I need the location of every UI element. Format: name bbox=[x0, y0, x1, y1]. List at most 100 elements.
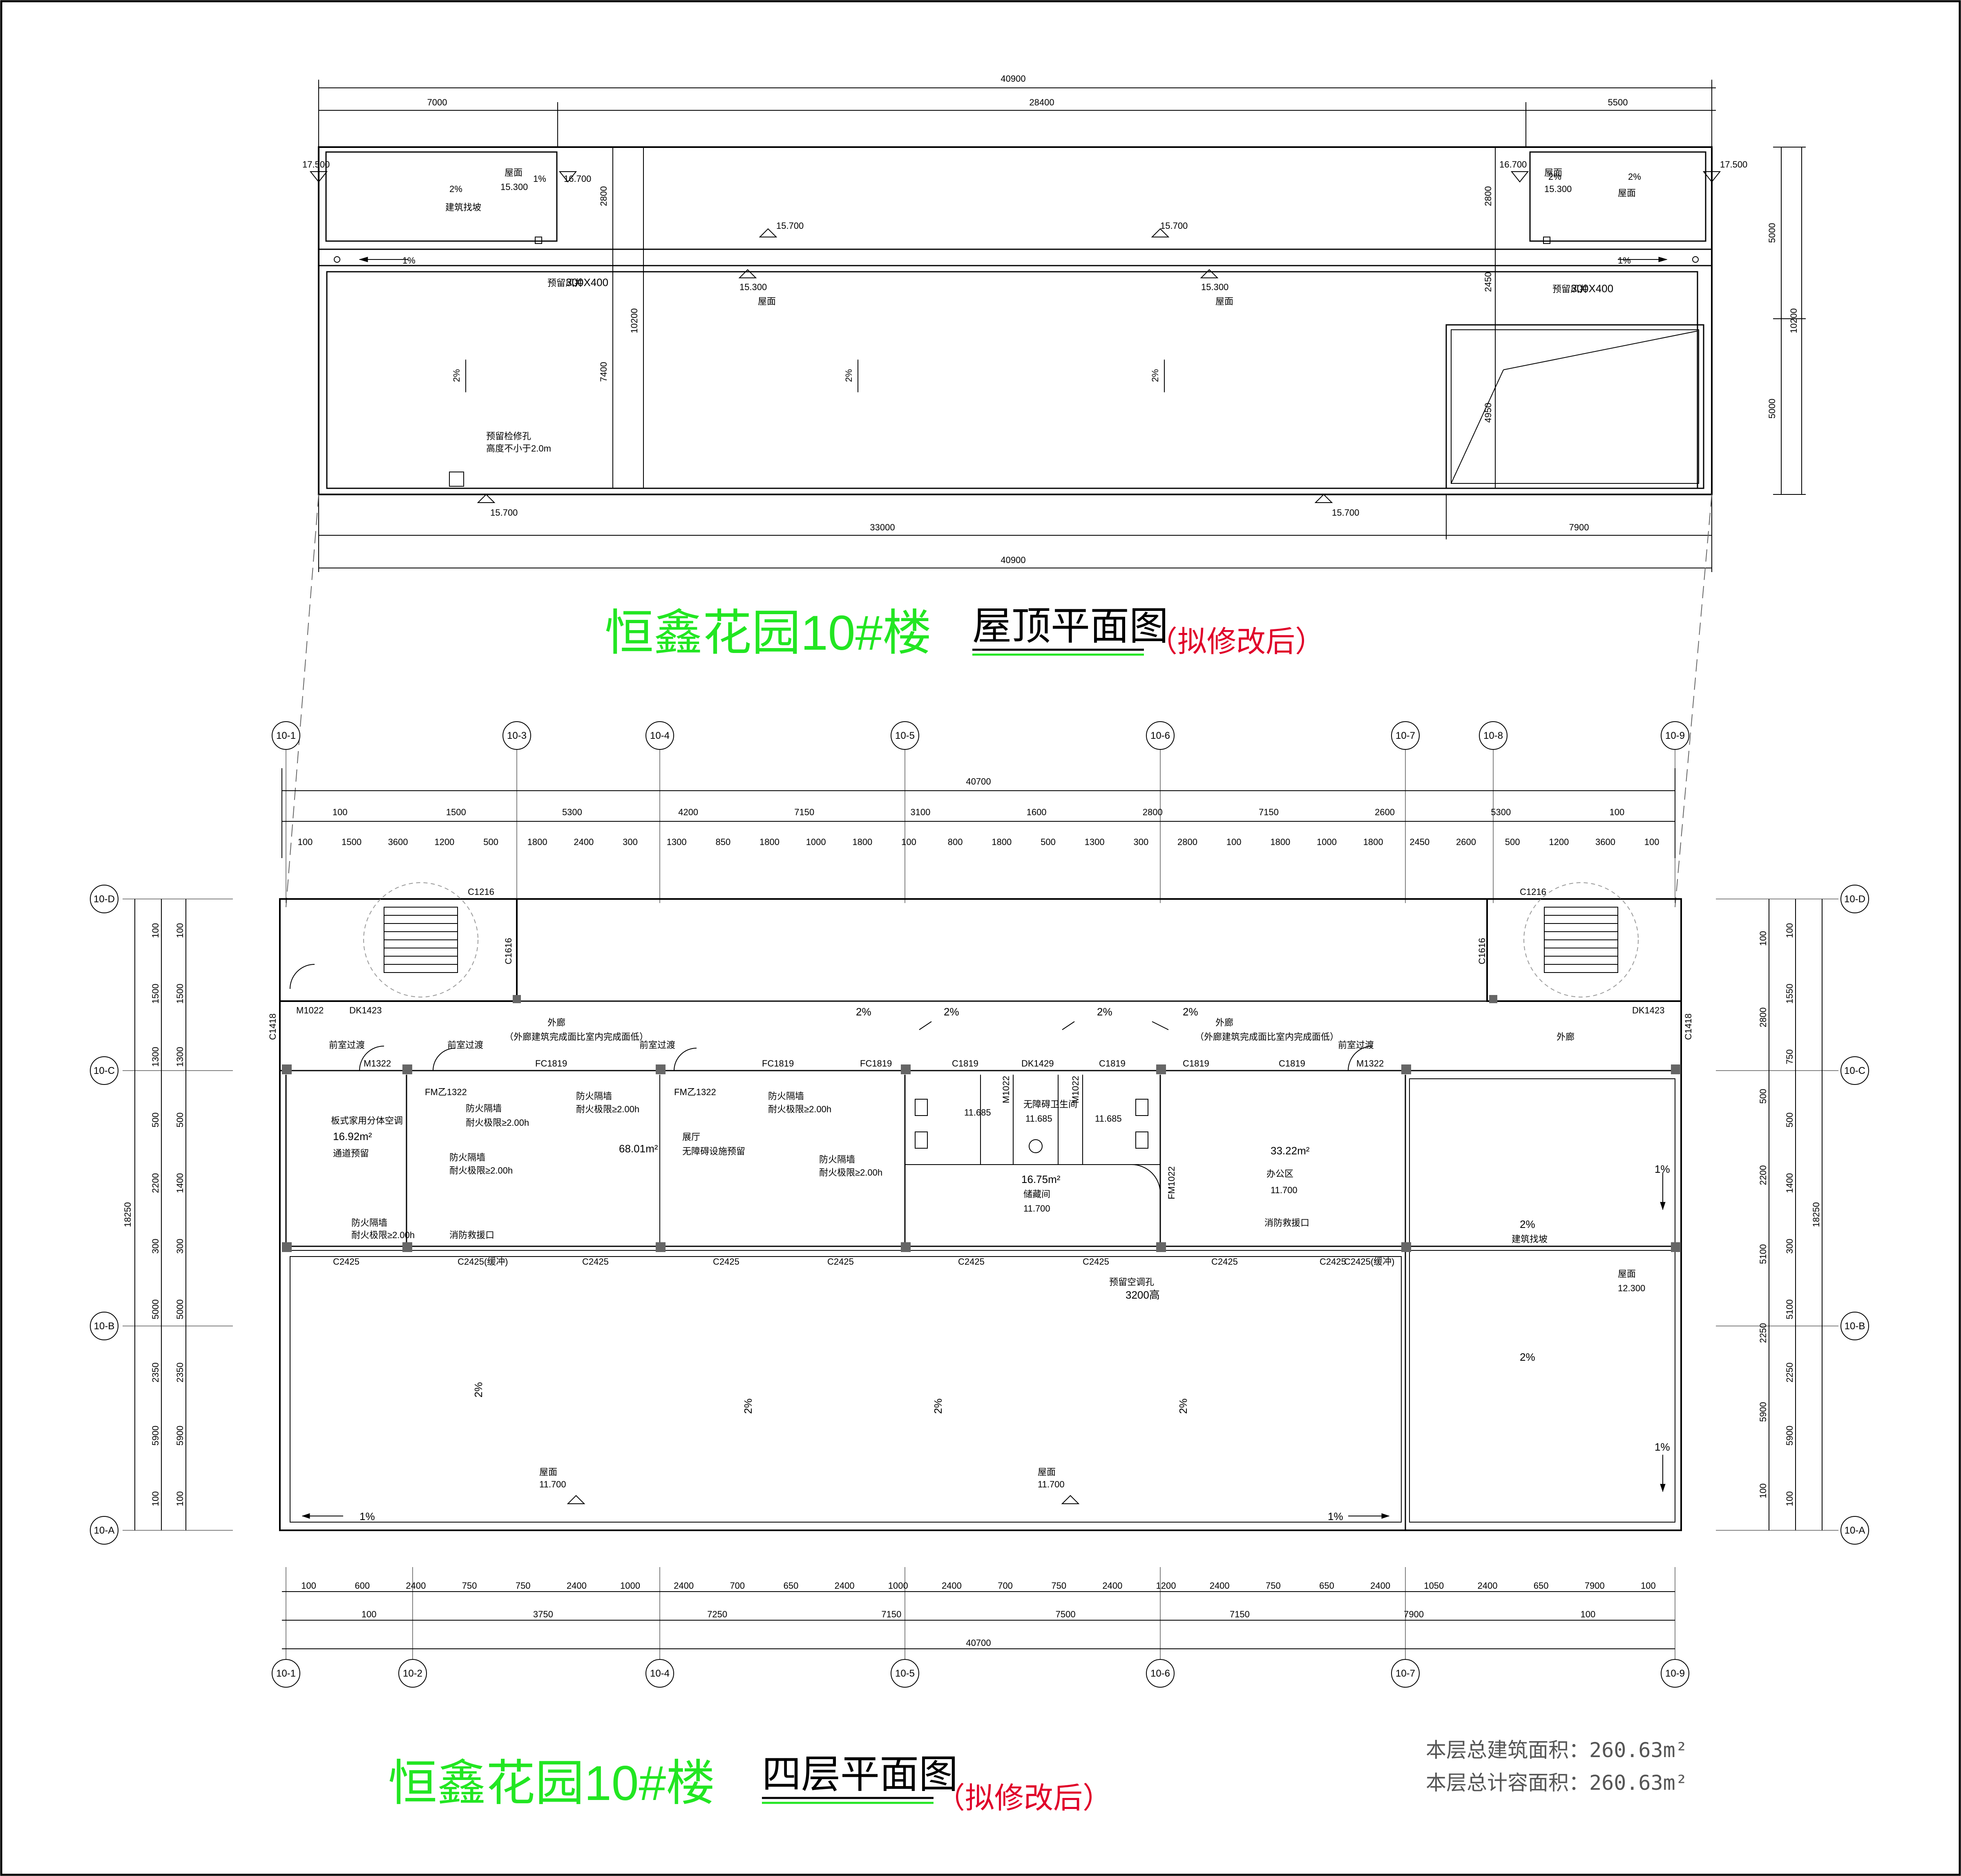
floor-dim-bot1-17: 2400 bbox=[1210, 1581, 1230, 1591]
floor-roof-note-3: 11.700 bbox=[1038, 1479, 1065, 1489]
roof-elev-1: 16.700 bbox=[564, 174, 591, 184]
roof-dim-inner-0: 2800 bbox=[599, 186, 609, 206]
floor-dim-bot1-11: 1000 bbox=[888, 1581, 908, 1591]
floor-note: （拟修改后） bbox=[936, 1782, 1112, 1815]
grid-left-2: 10-B bbox=[94, 1321, 115, 1332]
window-label-0: C1216 bbox=[468, 887, 494, 897]
floor-dim-left1-1: 1500 bbox=[150, 984, 161, 1004]
window-label-19: C2425 bbox=[1083, 1257, 1109, 1267]
fire-note-3: 耐火极限≥2.00h bbox=[576, 1104, 639, 1114]
floor-dim-left1-2: 1300 bbox=[150, 1047, 161, 1067]
grid-bottom-5: 10-7 bbox=[1396, 1668, 1415, 1679]
floor-dim-right1-1: 2800 bbox=[1758, 1007, 1768, 1027]
grid-left-0: 10-D bbox=[94, 894, 115, 905]
grid-bottom-0: 10-1 bbox=[276, 1668, 296, 1679]
floor-dim-bot2-4: 7500 bbox=[1056, 1609, 1076, 1619]
roof-text-0: 屋面 bbox=[505, 168, 523, 178]
grid-right-3: 10-A bbox=[1845, 1525, 1865, 1536]
floor-dim-top1-11: 100 bbox=[1610, 807, 1625, 817]
floor-dim-bot1-6: 1000 bbox=[620, 1581, 640, 1591]
floor-dim-right2-2: 750 bbox=[1785, 1049, 1795, 1064]
room-name-4: 无障碍卫生间 bbox=[1023, 1099, 1077, 1109]
floor-dim-top2-8: 1300 bbox=[667, 837, 687, 847]
corridor-note-right: （外廊建筑完成面比室内完成面低） bbox=[1195, 1032, 1339, 1042]
floor-dim-top2-20: 100 bbox=[1226, 837, 1242, 847]
floor-slope-11: 2% bbox=[742, 1398, 754, 1414]
fire-note-2: 防火隔墙 bbox=[576, 1091, 612, 1101]
door-label-3: M1322 bbox=[364, 1058, 391, 1069]
floor-dim-right1-0: 100 bbox=[1758, 931, 1768, 946]
roof-slope-7: 2% bbox=[1150, 369, 1160, 382]
floor-dim-bot1-19: 650 bbox=[1319, 1581, 1334, 1591]
floor-dim-left2-2: 1300 bbox=[175, 1047, 185, 1067]
window-label-17: C2425 bbox=[827, 1257, 854, 1267]
floor-dim-top2-16: 500 bbox=[1041, 837, 1056, 847]
floor-misc-9: 11.685 bbox=[1095, 1114, 1122, 1124]
roof-dim-inner-3: 10200 bbox=[629, 308, 639, 333]
floor-dim-left1-4: 2200 bbox=[150, 1173, 161, 1193]
floor-dim-bot-total-0: 40700 bbox=[966, 1638, 991, 1648]
floor-dim-right1-7: 100 bbox=[1758, 1483, 1768, 1498]
fire-note-7: 耐火极限≥2.00h bbox=[449, 1165, 513, 1176]
floor-dim-top-total-0: 40700 bbox=[966, 776, 991, 787]
floor-dim-top2-13: 100 bbox=[901, 837, 916, 847]
floor-dim-top1-1: 1500 bbox=[446, 807, 466, 817]
grid-bottom-1: 10-2 bbox=[403, 1668, 422, 1679]
roof-dim-inner-4: 4950 bbox=[1483, 403, 1493, 423]
grid-left-3: 10-A bbox=[94, 1525, 115, 1536]
roof-dim-top-1: 28400 bbox=[1029, 97, 1054, 107]
floor-dim-top1-5: 3100 bbox=[910, 807, 930, 817]
grid-right-1: 10-C bbox=[1844, 1065, 1865, 1076]
floor-roof-note-2: 屋面 bbox=[1038, 1467, 1056, 1477]
roof-duct-right-note: 预留风井 bbox=[1552, 284, 1588, 294]
floor-dim-right2-6: 5100 bbox=[1785, 1299, 1795, 1319]
fire-note-9: 耐火极限≥2.00h bbox=[819, 1167, 882, 1178]
window-label-3: C1616 bbox=[1477, 938, 1487, 964]
floor-dim-top1-3: 4200 bbox=[678, 807, 698, 817]
roof-duct-right: 300X400 bbox=[1571, 282, 1613, 295]
roof-slope-4: 2% bbox=[1628, 172, 1641, 182]
corridor-right: 外廊 bbox=[1215, 1017, 1233, 1028]
roof-elev-4: 15.300 bbox=[739, 282, 767, 292]
floor-dim-right2-1: 1550 bbox=[1785, 984, 1795, 1004]
floor-dim-top1-9: 2600 bbox=[1375, 807, 1395, 817]
floor-dim-right2-0: 100 bbox=[1785, 923, 1795, 938]
fire-note-5: 耐火极限≥2.00h bbox=[768, 1104, 831, 1114]
grid-top-5: 10-7 bbox=[1396, 730, 1415, 741]
floor-dim-bot2-0: 100 bbox=[362, 1609, 377, 1619]
floor-dim-bot1-15: 2400 bbox=[1102, 1581, 1122, 1591]
floor-dim-top1-0: 100 bbox=[333, 807, 348, 817]
floor-misc-8: 11.685 bbox=[964, 1107, 991, 1118]
floor-slope-10: 2% bbox=[472, 1382, 485, 1397]
grid-bottom-2: 10-4 bbox=[650, 1668, 670, 1679]
floor-dim-bot1-23: 650 bbox=[1534, 1581, 1549, 1591]
floor-dim-top2-11: 1000 bbox=[806, 837, 826, 847]
floor-dim-bot1-2: 2400 bbox=[406, 1581, 426, 1591]
window-label-2: C1616 bbox=[503, 938, 514, 964]
roof-text-2: 建筑找坡 bbox=[445, 202, 481, 212]
room-area-1: 68.01m² bbox=[619, 1143, 658, 1155]
window-label-8: FC1819 bbox=[860, 1058, 892, 1069]
roof-elev-0: 17.500 bbox=[302, 159, 330, 170]
grid-top-7: 10-9 bbox=[1665, 730, 1685, 741]
floor-dim-top2-4: 500 bbox=[483, 837, 498, 847]
roof-slope-2: 1% bbox=[402, 255, 415, 266]
floor-dim-top2-18: 300 bbox=[1133, 837, 1148, 847]
room-extra-1: 无障碍设施预留 bbox=[682, 1146, 745, 1156]
floor-slope-5: 1% bbox=[1328, 1510, 1343, 1523]
floor-dim-left1-8: 5900 bbox=[150, 1426, 161, 1446]
floor-dim-right2-5: 300 bbox=[1785, 1239, 1795, 1254]
floor-dim-top2-6: 2400 bbox=[574, 837, 594, 847]
window-label-4: C1418 bbox=[268, 1013, 278, 1040]
roof-sump-note-2: 高度不小于2.0m bbox=[486, 443, 551, 454]
floor-roof-note-0: 屋面 bbox=[539, 1467, 557, 1477]
floor-dim-right2-8: 5900 bbox=[1785, 1426, 1795, 1446]
fire-note-8: 防火隔墙 bbox=[819, 1154, 855, 1165]
door-label-0: M1022 bbox=[296, 1005, 324, 1015]
floor-dim-bot1-14: 750 bbox=[1051, 1581, 1066, 1591]
floor-dim-right1-5: 2250 bbox=[1758, 1323, 1768, 1343]
floor-dim-top1-8: 7150 bbox=[1259, 807, 1279, 817]
floor-slope-8: 2% bbox=[1520, 1218, 1535, 1230]
window-label-5: C1418 bbox=[1683, 1013, 1693, 1040]
grid-top-4: 10-6 bbox=[1150, 730, 1170, 741]
